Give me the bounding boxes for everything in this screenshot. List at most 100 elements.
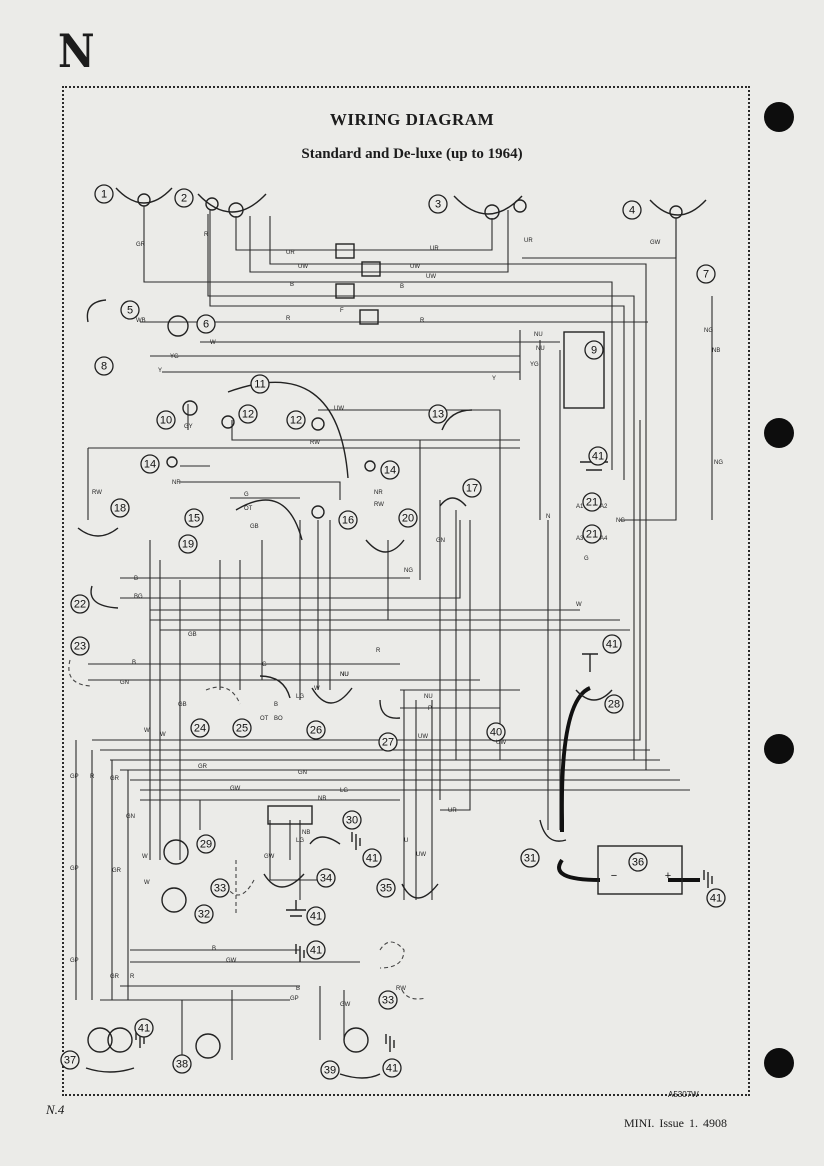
callout-25: 25 [232, 718, 252, 738]
callout-7: 7 [696, 264, 716, 284]
wire-code: NR [172, 480, 181, 486]
wire-code: UW [416, 852, 426, 858]
callout-27: 27 [378, 732, 398, 752]
callout-number: 41 [606, 639, 618, 651]
callout-ring [378, 990, 398, 1010]
wire-code: NG [714, 460, 723, 466]
callout-number: 14 [384, 465, 396, 477]
callout-ring [70, 636, 90, 656]
callout-ring [60, 1050, 80, 1070]
wire-code: W [144, 880, 150, 886]
callout-ring [338, 510, 358, 530]
callout-ring [706, 888, 726, 908]
binder-hole-3 [764, 734, 794, 764]
battery-plus-sign: + [665, 870, 671, 882]
callout-41: 41 [382, 1058, 402, 1078]
callout-12: 12 [238, 404, 258, 424]
wire-code: W [142, 854, 148, 860]
callout-number: 12 [290, 415, 302, 427]
callout-33: 33 [378, 990, 398, 1010]
binder-hole-2 [764, 418, 794, 448]
callout-ring [582, 524, 602, 544]
callout-number: 17 [466, 483, 478, 495]
callout-number: 31 [524, 853, 536, 865]
callout-number: 28 [608, 699, 620, 711]
callout-number: 8 [101, 361, 107, 373]
wire-code: B [290, 282, 294, 288]
callout-3: 3 [428, 194, 448, 214]
callout-number: 23 [74, 641, 86, 653]
callout-ring [178, 534, 198, 554]
wire-code: F [340, 308, 344, 314]
wire-code: GW [230, 786, 241, 792]
wire-code: W [314, 686, 320, 692]
callout-number: 2 [181, 193, 187, 205]
callout-41: 41 [588, 446, 608, 466]
wire-code: GP [70, 774, 79, 780]
callout-ring [428, 404, 448, 424]
callout-number: 22 [74, 599, 86, 611]
wire-code: BG [134, 594, 143, 600]
wire-code: UR [524, 238, 533, 244]
wire-code: NR [374, 490, 383, 496]
callout-ring [604, 694, 624, 714]
callout-number: 34 [320, 873, 332, 885]
callout-number: 38 [176, 1059, 188, 1071]
callout-ring [94, 356, 114, 376]
callout-number: 14 [144, 459, 156, 471]
wire-code: NU [340, 672, 349, 678]
wire-code: NU [534, 332, 543, 338]
components [77, 243, 713, 1079]
wire-code: GR [136, 242, 146, 248]
wire-code: R [90, 774, 95, 780]
callout-10: 10 [156, 410, 176, 430]
callout-ring [428, 194, 448, 214]
callout-ring [196, 834, 216, 854]
issue-line: MINI. Issue 1. 4908 [624, 1116, 727, 1130]
callout-ring [588, 446, 608, 466]
wire-code: A2 [600, 504, 608, 510]
wire-code: GN [436, 538, 445, 544]
callout-number: 20 [402, 513, 414, 525]
callout-ring [602, 634, 622, 654]
callout-number: 29 [200, 839, 212, 851]
callout-41: 41 [134, 1018, 154, 1038]
wire-code: GB [188, 632, 197, 638]
wire-code: GW [340, 1002, 351, 1008]
callout-ring [306, 940, 326, 960]
callout-ring [316, 868, 336, 888]
wire-code: NG [404, 568, 413, 574]
wire-code: NG [704, 328, 713, 334]
wire-code: GB [250, 524, 259, 530]
callout-14: 14 [140, 454, 160, 474]
callout-ring [156, 410, 176, 430]
callout-ring [486, 722, 506, 742]
callout-number: 26 [310, 725, 322, 737]
diagram-frame [62, 86, 750, 1096]
wire-code: R [420, 318, 425, 324]
page-number: N.4 [46, 1102, 65, 1117]
callout-number: 19 [182, 539, 194, 551]
callout-21: 21 [582, 524, 602, 544]
callout-23: 23 [70, 636, 90, 656]
callout-ring [250, 374, 270, 394]
callout-ring [398, 508, 418, 528]
callout-ring [232, 718, 252, 738]
wire-code: NU [424, 694, 433, 700]
wire-code: A4 [600, 536, 608, 542]
wire-code: NB [302, 830, 310, 836]
callout-ring [320, 1060, 340, 1080]
wire-code: R [204, 232, 209, 238]
callout-ring [286, 410, 306, 430]
callout-4: 4 [622, 200, 642, 220]
callout-ring [382, 1058, 402, 1078]
wire-code: YG [170, 354, 179, 360]
diagram-title: WIRING DIAGRAM [329, 110, 495, 129]
optional-equipment [68, 659, 427, 1000]
callout-ring [342, 810, 362, 830]
callout-number: 12 [242, 409, 254, 421]
callout-number: 32 [198, 909, 210, 921]
callout-number: 41 [386, 1063, 398, 1075]
wire-code: GP [70, 866, 79, 872]
